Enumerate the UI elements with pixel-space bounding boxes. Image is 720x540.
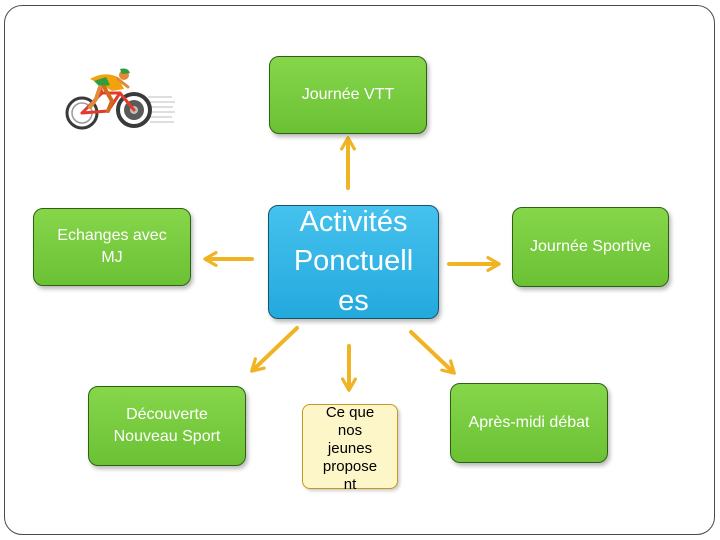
node-ce-que-nos-jeunes: Ce que nos jeunes propose nt xyxy=(302,404,398,489)
node-jeunes-line-1: Ce que xyxy=(323,404,377,422)
node-jeunes-line-3: jeunes xyxy=(323,440,377,458)
node-center-line-1: Activités xyxy=(294,203,413,242)
node-jeunes-label: Ce que nos jeunes propose nt xyxy=(323,404,377,494)
node-center-line-3: es xyxy=(294,282,413,321)
node-apres-midi-debat: Après-midi débat xyxy=(450,383,608,463)
node-echanges-mj-label: Echanges avec MJ xyxy=(57,225,166,268)
node-journee-vtt-label: Journée VTT xyxy=(302,84,394,106)
node-jeunes-line-4: propose xyxy=(323,458,377,476)
node-journee-sportive-label: Journée Sportive xyxy=(530,236,651,258)
node-center-label: Activités Ponctuell es xyxy=(294,203,413,320)
node-echanges-mj-line-1: Echanges avec xyxy=(57,225,166,247)
node-center-line-2: Ponctuell xyxy=(294,242,413,281)
arrow-to-debat xyxy=(411,332,452,371)
node-center-activites: Activités Ponctuell es xyxy=(268,205,439,319)
node-decouverte: Découverte Nouveau Sport xyxy=(88,386,246,466)
node-echanges-mj-line-2: MJ xyxy=(57,247,166,269)
node-echanges-mj: Echanges avec MJ xyxy=(33,208,191,286)
node-jeunes-line-2: nos xyxy=(323,422,377,440)
node-journee-sportive: Journée Sportive xyxy=(512,207,669,287)
node-decouverte-line-2: Nouveau Sport xyxy=(114,426,221,448)
node-apres-midi-debat-label: Après-midi débat xyxy=(469,412,590,434)
node-journee-vtt: Journée VTT xyxy=(269,56,427,134)
node-jeunes-line-5: nt xyxy=(323,476,377,494)
node-decouverte-line-1: Découverte xyxy=(114,404,221,426)
arrow-to-decouverte xyxy=(254,328,297,369)
node-decouverte-label: Découverte Nouveau Sport xyxy=(114,404,221,447)
